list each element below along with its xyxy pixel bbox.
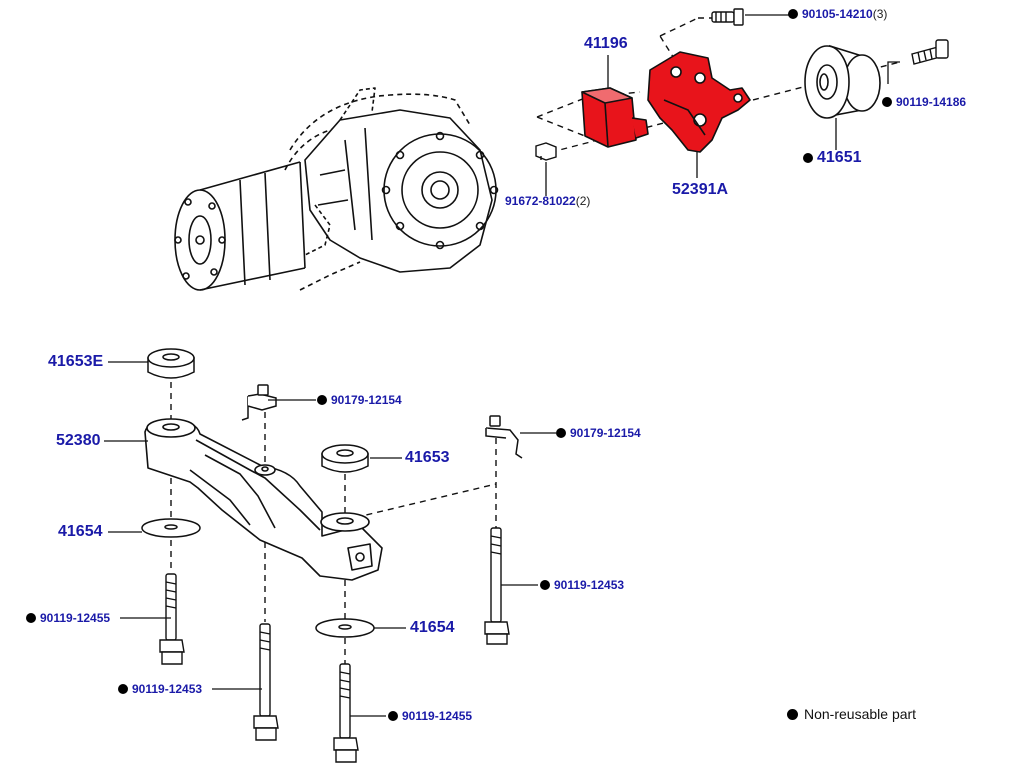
label-90119-12455-bottom: 90119-12455 xyxy=(388,710,472,722)
differential-assembly xyxy=(174,87,499,291)
label-90179-12154-b: 90179-12154 xyxy=(556,427,641,439)
non-reusable-icon xyxy=(26,613,36,623)
label-90119-12453-bottom: 90119-12453 xyxy=(118,683,202,695)
bracket-90179-12154-a xyxy=(241,384,277,421)
non-reusable-icon xyxy=(787,709,798,720)
bolt-90119-12455-bottom xyxy=(333,663,359,763)
label-90119-14186: 90119-14186 xyxy=(882,96,966,108)
label-90179-12154-a: 90179-12154 xyxy=(317,394,402,406)
non-reusable-icon xyxy=(317,395,327,405)
leader-lines xyxy=(104,361,556,717)
non-reusable-icon xyxy=(388,711,398,721)
cushion-41653 xyxy=(321,444,369,473)
label-91672-81022: 91672-81022(2) xyxy=(505,194,591,208)
bolt-90119-12453-right xyxy=(484,527,510,645)
bolt-90119-12455-left xyxy=(159,573,185,665)
non-reusable-icon xyxy=(882,97,892,107)
label-41654-left: 41654 xyxy=(58,523,103,540)
non-reusable-icon xyxy=(540,580,550,590)
non-reusable-icon xyxy=(803,153,813,163)
label-41196: 41196 xyxy=(584,35,628,52)
bolt-91672-81022 xyxy=(535,142,557,161)
bolt-90105-14210 xyxy=(711,8,744,26)
washer-41654-left xyxy=(141,518,201,538)
non-reusable-icon xyxy=(788,9,798,19)
label-90119-12455-left: 90119-12455 xyxy=(26,612,110,624)
non-reusable-icon xyxy=(118,684,128,694)
label-52391A: 52391A xyxy=(672,181,729,198)
bolt-90119-14186 xyxy=(911,39,949,65)
label-41653: 41653 xyxy=(405,449,450,466)
legend: Non-reusable part xyxy=(787,706,916,722)
label-90105-14210: 90105-14210(3) xyxy=(788,8,887,20)
legend-text: Non-reusable part xyxy=(804,706,917,722)
cushion-41653E xyxy=(147,348,195,379)
non-reusable-icon xyxy=(556,428,566,438)
label-41653E: 41653E xyxy=(48,353,104,370)
label-52380: 52380 xyxy=(56,432,101,449)
label-41651: 41651 xyxy=(803,150,862,166)
label-90119-12453-right: 90119-12453 xyxy=(540,579,624,591)
bolt-90119-12453-bottom xyxy=(253,623,279,741)
bracket-90179-12154-b xyxy=(485,415,523,459)
label-41654-right: 41654 xyxy=(410,619,455,636)
part-52391A-bracket xyxy=(647,51,751,153)
crossmember-52380 xyxy=(144,418,383,581)
part-41196-block xyxy=(581,87,649,148)
washer-41654-right xyxy=(315,618,375,638)
bushing-41651 xyxy=(804,44,881,119)
